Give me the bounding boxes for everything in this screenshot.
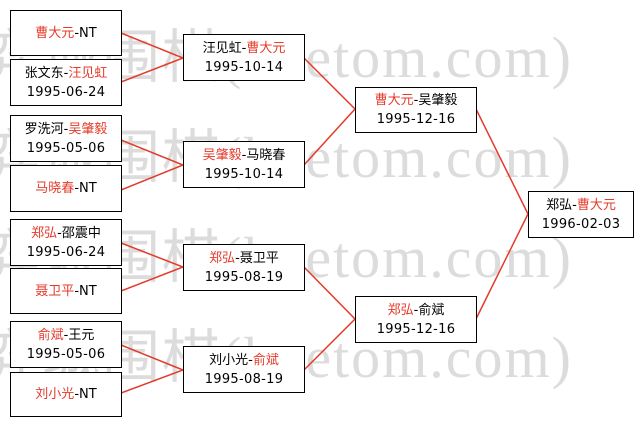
- match-players: 郑弘-邵震中: [31, 224, 101, 243]
- player-name: 王元: [68, 327, 95, 343]
- player-name: 俞斌: [37, 327, 64, 343]
- separator: -: [413, 93, 419, 108]
- player-name: 吴肇毅: [202, 147, 242, 163]
- player-name: 曹大元: [374, 93, 414, 108]
- connector-line: [120, 139, 186, 191]
- separator: -: [413, 302, 419, 318]
- match-players: 马晓春-NT: [35, 179, 96, 198]
- connector-line: [303, 57, 357, 166]
- separator: -: [74, 181, 80, 196]
- separator: -: [63, 65, 69, 81]
- player-name: 曹大元: [35, 25, 75, 41]
- match-box-r1-1: 曹大元-NT: [10, 10, 122, 56]
- match-players: 张文东-汪见虹: [25, 64, 108, 83]
- separator: -: [57, 225, 62, 241]
- separator: -: [241, 147, 247, 163]
- connector-line: [475, 108, 529, 320]
- match-box-r1-8: 刘小光-NT: [10, 372, 122, 417]
- connector-line: [120, 242, 186, 292]
- match-players: 刘小光-NT: [35, 385, 96, 404]
- match-players: 汪见虹-曹大元: [203, 39, 286, 58]
- match-date: 1995-10-14: [204, 166, 284, 182]
- match-box-r3-2: 郑弘-俞斌 1995-12-16: [355, 296, 477, 343]
- match-players: 曹大元-NT: [35, 24, 96, 43]
- match-date: 1995-12-16: [376, 112, 456, 127]
- player-name: 俞斌: [418, 302, 445, 318]
- player-name: 吴肇毅: [418, 93, 458, 108]
- separator: -: [74, 283, 80, 299]
- player-name: 吴肇毅: [68, 121, 108, 137]
- match-box-r1-4: 马晓春-NT: [10, 165, 122, 212]
- match-box-r1-2: 张文东-汪见虹 1995-06-24: [10, 59, 122, 106]
- separator: -: [74, 387, 80, 402]
- match-box-r1-5: 郑弘-邵震中 1995-06-24: [10, 219, 122, 266]
- match-box-r1-7: 俞斌-王元 1995-05-06: [10, 321, 122, 368]
- separator: -: [572, 197, 577, 213]
- match-players: 郑弘-俞斌: [388, 301, 445, 320]
- connector-line: [120, 344, 186, 394]
- match-date: 1995-10-14: [204, 59, 284, 75]
- separator: -: [235, 250, 240, 266]
- player-name: 郑弘: [209, 250, 236, 266]
- match-box-r2-4: 刘小光-俞斌 1995-08-19: [183, 346, 305, 393]
- match-players: 郑弘-聂卫平: [209, 249, 279, 268]
- match-box-final: 郑弘-曹大元 1996-02-03: [528, 191, 634, 238]
- match-players: 郑弘-曹大元: [546, 196, 616, 215]
- separator: -: [248, 352, 253, 368]
- match-date: 1995-06-24: [26, 244, 106, 260]
- player-name: 刘小光: [35, 387, 75, 402]
- player-name: NT: [79, 181, 97, 196]
- player-name: 曹大元: [246, 40, 286, 56]
- match-date: 1996-02-03: [541, 216, 621, 232]
- match-date: 1995-06-24: [26, 84, 106, 100]
- player-name: 刘小光: [209, 352, 249, 368]
- player-name: 张文东: [24, 65, 64, 81]
- separator: -: [74, 25, 80, 41]
- player-name: 马晓春: [35, 181, 75, 196]
- player-name: NT: [79, 283, 97, 299]
- match-date: 1995-12-16: [376, 321, 456, 337]
- player-name: NT: [79, 387, 97, 402]
- player-name: 马晓春: [246, 147, 286, 163]
- match-box-r3-1: 曹大元-吴肇毅 1995-12-16: [355, 87, 477, 133]
- player-name: 罗洗河: [24, 121, 64, 137]
- connector-line: [303, 266, 357, 371]
- match-box-r2-2: 吴肇毅-马晓春 1995-10-14: [183, 141, 305, 188]
- player-name: 郑弘: [387, 302, 414, 318]
- player-name: 汪见虹: [202, 40, 242, 56]
- match-box-r2-3: 郑弘-聂卫平 1995-08-19: [183, 244, 305, 291]
- player-name: 郑弘: [546, 197, 573, 213]
- player-name: 郑弘: [31, 225, 58, 241]
- match-date: 1995-08-19: [204, 371, 284, 387]
- connector-line: [120, 32, 186, 83]
- match-box-r1-3: 罗洗河-吴肇毅 1995-05-06: [10, 115, 122, 162]
- match-players: 聂卫平-NT: [35, 282, 96, 301]
- match-date: 1995-05-06: [26, 140, 106, 156]
- match-players: 俞斌-王元: [38, 326, 95, 345]
- separator: -: [241, 40, 247, 56]
- match-players: 曹大元-吴肇毅: [375, 91, 458, 110]
- match-date: 1995-05-06: [26, 346, 106, 362]
- match-players: 罗洗河-吴肇毅: [25, 120, 108, 139]
- player-name: 聂卫平: [35, 283, 75, 299]
- match-box-r1-6: 聂卫平-NT: [10, 268, 122, 314]
- match-players: 刘小光-俞斌: [209, 351, 279, 370]
- player-name: 邵震中: [61, 225, 101, 241]
- player-name: NT: [79, 25, 97, 41]
- player-name: 俞斌: [252, 352, 279, 368]
- separator: -: [63, 327, 69, 343]
- player-name: 曹大元: [576, 197, 616, 213]
- separator: -: [63, 121, 69, 137]
- player-name: 聂卫平: [239, 250, 279, 266]
- match-box-r2-1: 汪见虹-曹大元 1995-10-14: [183, 34, 305, 81]
- match-players: 吴肇毅-马晓春: [203, 146, 286, 165]
- match-date: 1995-08-19: [204, 269, 284, 285]
- player-name: 汪见虹: [68, 65, 108, 81]
